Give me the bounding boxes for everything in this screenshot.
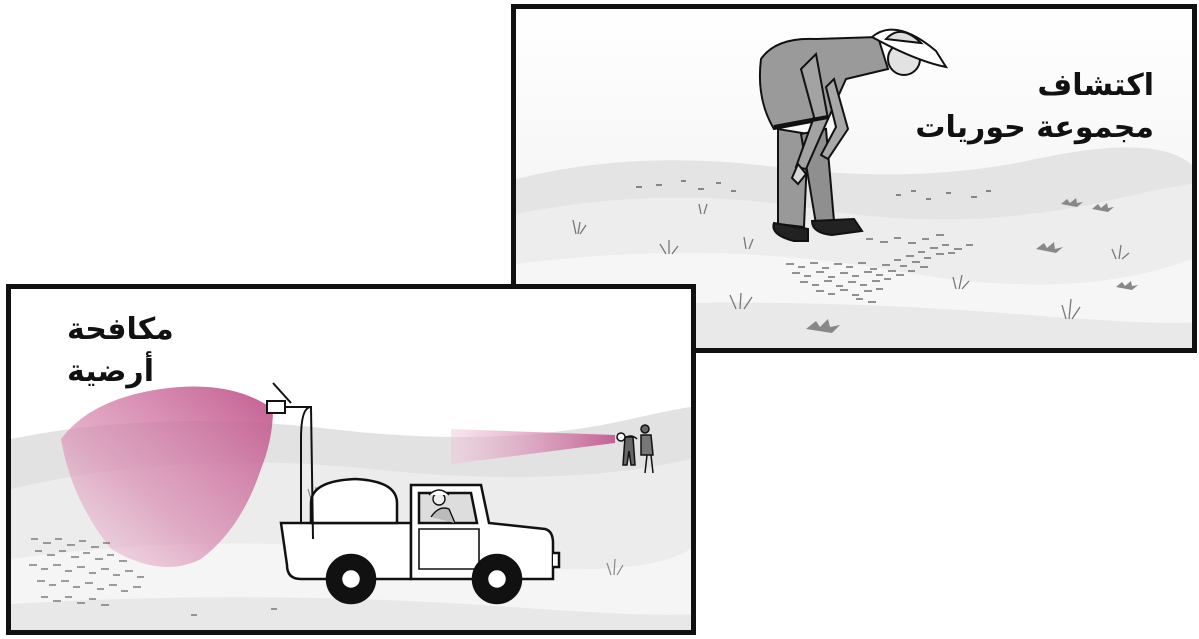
detect-caption-line1: اكتشاف — [915, 65, 1154, 107]
detect-caption-line2: مجموعة حوريات — [915, 107, 1154, 149]
panel-ground-control: مكافحة أرضية — [6, 284, 696, 635]
detect-caption: اكتشاف مجموعة حوريات — [915, 65, 1154, 149]
control-caption: مكافحة أرضية — [67, 309, 174, 393]
control-caption-line2: أرضية — [67, 351, 174, 393]
control-caption-line1: مكافحة — [67, 309, 174, 351]
